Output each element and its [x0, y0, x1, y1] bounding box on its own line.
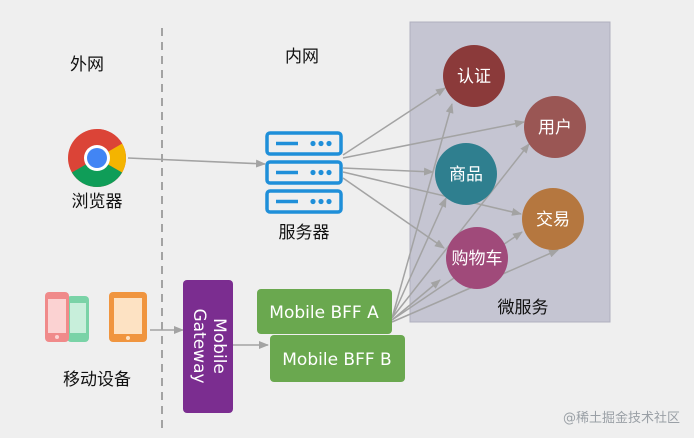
mobile-bff-b-box [270, 335, 405, 382]
mobile-bff-b-label: Mobile BFF B [282, 350, 391, 370]
service-cart-node [446, 227, 508, 289]
browser-label: 浏览器 [72, 192, 123, 212]
tablet-icon [109, 292, 147, 342]
arrow-bffa-product [391, 197, 447, 319]
internal-network-label: 内网 [285, 47, 319, 67]
arrow-server-user [342, 119, 525, 159]
phone-icon [45, 292, 89, 342]
service-user-label: 用户 [538, 118, 572, 138]
mobile-bff-a-box [257, 289, 392, 334]
arrow-server-product [342, 167, 434, 176]
gateway-line2: Gateway [189, 308, 209, 383]
browser-icon [68, 129, 126, 187]
external-network-label: 外网 [70, 55, 104, 75]
service-trade-label: 交易 [536, 210, 570, 230]
arrow-server-cart [342, 177, 445, 249]
server-icon [265, 131, 343, 214]
watermark: @稀土掘金技术社区 [562, 411, 680, 426]
mobile-gateway-label: Mobile Gateway [189, 308, 229, 383]
service-user-node [524, 96, 586, 158]
service-product-node [435, 143, 497, 205]
gateway-line1: Mobile [209, 318, 229, 374]
arrow-server-auth [342, 87, 446, 156]
arrow-bffa-auth [391, 103, 454, 319]
mobile-label: 移动设备 [63, 370, 131, 390]
arrow-browser-server [127, 157, 266, 168]
arrow-bffa-user [391, 143, 530, 319]
mobile-gateway-box [183, 280, 233, 413]
service-product-label: 商品 [449, 165, 483, 185]
service-cart-label: 购物车 [452, 249, 503, 269]
service-trade-node [522, 188, 584, 250]
arrow-server-trade [342, 171, 522, 216]
server-label: 服务器 [279, 223, 330, 243]
mobile-bff-a-label: Mobile BFF A [269, 303, 379, 323]
service-auth-node [443, 45, 505, 107]
microservices-label: 微服务 [498, 298, 549, 318]
arrow-bffa-cart [391, 279, 441, 321]
service-auth-label: 认证 [457, 67, 491, 87]
